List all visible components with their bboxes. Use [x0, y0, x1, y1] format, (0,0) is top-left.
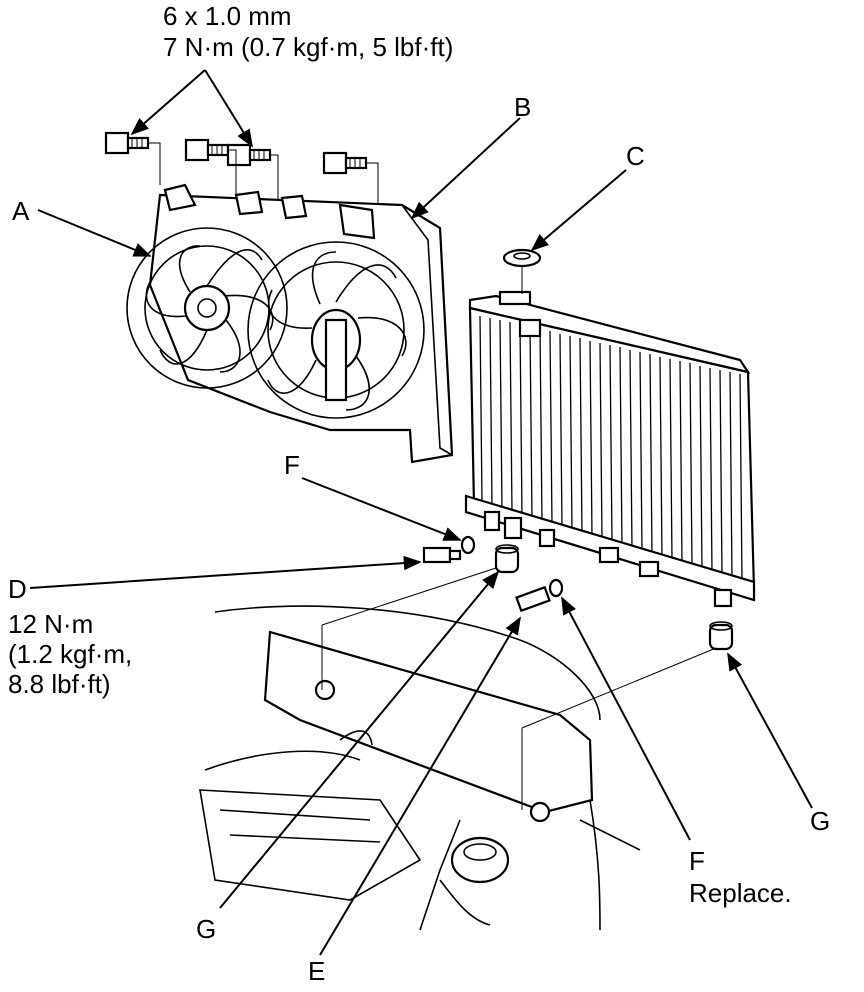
- bolt-icon: [104, 131, 150, 155]
- fan-shroud-assembly: [126, 183, 454, 464]
- bolt-icon: [226, 143, 272, 167]
- d-torque-line2: (1.2 kgf·m,: [8, 639, 132, 669]
- bolt-icon: [322, 151, 368, 175]
- callout-f-top: F: [284, 450, 300, 480]
- radiator-cap: [502, 248, 542, 294]
- callout-d: D: [8, 574, 27, 604]
- vehicle-body: [199, 605, 641, 931]
- callout-c: C: [626, 141, 645, 171]
- bolt-size-label: 6 x 1.0 mm: [163, 1, 292, 31]
- right-fan: [247, 241, 425, 419]
- radiator-fins: [479, 315, 743, 582]
- mounting-bolts: [104, 131, 379, 205]
- callout-e: E: [308, 956, 325, 986]
- o-ring-bottom: [548, 578, 564, 598]
- cushion-right: [708, 621, 734, 651]
- callout-g-right: G: [810, 806, 830, 836]
- d-torque-line1: 12 N·m: [8, 609, 93, 639]
- radiator: [464, 290, 756, 608]
- drain-plug: [515, 585, 551, 613]
- f-replace-note: Replace.: [689, 878, 792, 908]
- bolt-torque-label: 7 N·m (0.7 kgf·m, 5 lbf·ft): [163, 32, 453, 62]
- callout-b: B: [514, 92, 531, 122]
- d-torque-line3: 8.8 lbf·ft): [8, 669, 111, 699]
- bolt-icon: [184, 138, 230, 162]
- callout-a: A: [12, 196, 30, 226]
- fan-switch-sensor: [422, 546, 462, 564]
- cushion-left: [494, 544, 520, 574]
- callout-f-bottom: F: [689, 846, 705, 876]
- callout-g-left: G: [196, 914, 216, 944]
- leader-lines: [29, 69, 813, 956]
- o-ring-top: [460, 535, 476, 555]
